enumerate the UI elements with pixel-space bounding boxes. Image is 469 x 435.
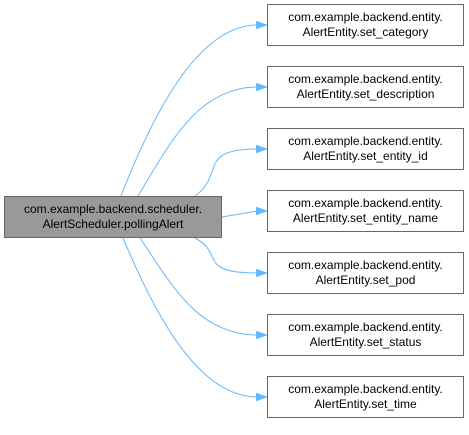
arrowhead-icon — [256, 330, 269, 340]
target-node[interactable]: com.example.backend.entity.AlertEntity.s… — [267, 314, 464, 356]
target-node-label-line2: AlertEntity.set_entity_name — [293, 211, 439, 225]
target-node[interactable]: com.example.backend.entity.AlertEntity.s… — [267, 66, 464, 108]
target-node-label-line2: AlertEntity.set_category — [303, 25, 429, 39]
call-edge — [122, 237, 258, 398]
target-node[interactable]: com.example.backend.entity.AlertEntity.s… — [267, 190, 464, 232]
target-node-label-line2: AlertEntity.set_entity_id — [303, 149, 428, 163]
target-node-label-line1: com.example.backend.entity. — [288, 196, 443, 210]
target-node-label-line2: AlertEntity.set_time — [314, 397, 417, 411]
target-node-box — [267, 376, 464, 418]
source-node-box — [4, 196, 222, 238]
arrowhead-icon — [256, 268, 269, 278]
target-node[interactable]: com.example.backend.entity.AlertEntity.s… — [267, 4, 464, 46]
call-edge — [194, 148, 258, 197]
target-node-box — [267, 314, 464, 356]
target-node-box — [267, 4, 464, 46]
call-edge — [139, 237, 258, 336]
target-node-label-line1: com.example.backend.entity. — [288, 134, 443, 148]
target-node-label-line2: AlertEntity.set_status — [310, 335, 422, 349]
call-edges — [120, 20, 269, 402]
target-node[interactable]: com.example.backend.entity.AlertEntity.s… — [267, 376, 464, 418]
target-node-label-line1: com.example.backend.entity. — [288, 72, 443, 86]
call-edge — [194, 237, 258, 274]
arrowhead-icon — [256, 206, 269, 216]
target-node-label-line1: com.example.backend.entity. — [288, 382, 443, 396]
target-node-box — [267, 128, 464, 170]
target-node-label-line1: com.example.backend.entity. — [288, 320, 443, 334]
target-node-label-line2: AlertEntity.set_description — [297, 87, 435, 101]
call-edge — [221, 210, 258, 218]
call-edge — [137, 86, 258, 197]
arrowhead-icon — [256, 144, 269, 154]
arrowhead-icon — [256, 20, 269, 30]
call-edge — [120, 24, 258, 197]
target-node-box — [267, 252, 464, 294]
arrowhead-icon — [256, 82, 269, 92]
target-node[interactable]: com.example.backend.entity.AlertEntity.s… — [267, 252, 464, 294]
source-node-label-line2: AlertScheduler.pollingAlert — [43, 217, 184, 231]
target-nodes: com.example.backend.entity.AlertEntity.s… — [267, 4, 464, 418]
target-node-label-line1: com.example.backend.entity. — [288, 10, 443, 24]
arrowhead-icon — [256, 392, 269, 402]
source-node-label-line1: com.example.backend.scheduler. — [24, 202, 202, 216]
target-node[interactable]: com.example.backend.entity.AlertEntity.s… — [267, 128, 464, 170]
target-node-label-line2: AlertEntity.set_pod — [316, 273, 416, 287]
target-node-label-line1: com.example.backend.entity. — [288, 258, 443, 272]
target-node-box — [267, 66, 464, 108]
source-node[interactable]: com.example.backend.scheduler. AlertSche… — [4, 196, 222, 238]
target-node-box — [267, 190, 464, 232]
